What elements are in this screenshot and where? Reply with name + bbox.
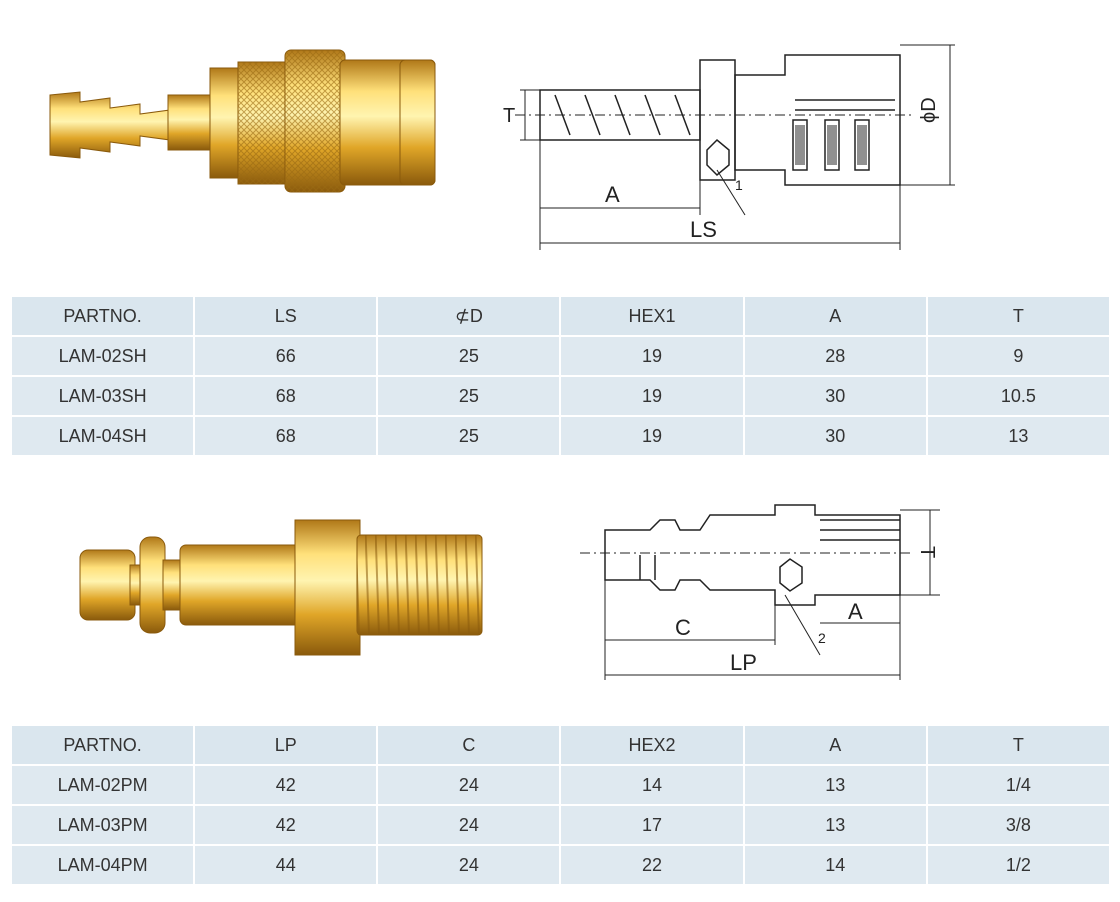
- column-header: ⊄D: [378, 297, 560, 335]
- table-cell: 30: [744, 377, 926, 415]
- table-cell: 28: [744, 337, 926, 375]
- table-cell: LAM-02SH: [12, 337, 194, 375]
- column-header: C: [378, 726, 560, 764]
- table-cell: LAM-02PM: [12, 766, 194, 804]
- column-header: LS: [195, 297, 377, 335]
- table-cell: 13: [927, 417, 1109, 455]
- table-cell: 25: [378, 337, 560, 375]
- table-cell: 30: [744, 417, 926, 455]
- socket-label-a: A: [605, 182, 620, 207]
- plug-label-lp: LP: [730, 650, 757, 675]
- socket-label-d: ϕD: [918, 97, 940, 123]
- column-header: T: [927, 726, 1109, 764]
- table-cell: LAM-03SH: [12, 377, 194, 415]
- column-header: T: [927, 297, 1109, 335]
- table-cell: 19: [561, 377, 743, 415]
- table-cell: 1/4: [927, 766, 1109, 804]
- table-cell: 14: [561, 766, 743, 804]
- table-cell: LAM-04PM: [12, 846, 194, 884]
- plug-label-hex: 2: [818, 630, 826, 646]
- table-cell: 22: [561, 846, 743, 884]
- socket-coupler-photo: [49, 49, 436, 193]
- table-cell: 24: [378, 806, 560, 844]
- table-cell: 19: [561, 417, 743, 455]
- table-cell: 25: [378, 377, 560, 415]
- socket-label-t: T: [503, 105, 515, 127]
- table-cell: 14: [744, 846, 926, 884]
- plug-label-t: T: [916, 546, 938, 558]
- column-header: PARTNO.: [12, 726, 194, 764]
- table-cell: 68: [195, 377, 377, 415]
- plug-label-a: A: [848, 599, 863, 624]
- table-cell: 66: [195, 337, 377, 375]
- table-cell: 3/8: [927, 806, 1109, 844]
- column-header: LP: [195, 726, 377, 764]
- socket-label-ls: LS: [690, 217, 717, 242]
- table-cell: 25: [378, 417, 560, 455]
- plug-label-c: C: [675, 615, 691, 640]
- table-cell: 17: [561, 806, 743, 844]
- table-cell: 68: [195, 417, 377, 455]
- table-cell: 9: [927, 337, 1109, 375]
- table-cell: 24: [378, 846, 560, 884]
- table-cell: 10.5: [927, 377, 1109, 415]
- plug-nipple-photo: [79, 519, 483, 656]
- column-header: A: [744, 726, 926, 764]
- socket-technical-drawing: T ϕD A LS 1: [503, 44, 955, 250]
- column-header: A: [744, 297, 926, 335]
- column-header: HEX2: [561, 726, 743, 764]
- table-cell: 1/2: [927, 846, 1109, 884]
- table-cell: 13: [744, 806, 926, 844]
- column-header: PARTNO.: [12, 297, 194, 335]
- socket-label-hex: 1: [735, 177, 743, 193]
- table-cell: 42: [195, 766, 377, 804]
- plug-technical-drawing: T A C LP 2: [580, 504, 940, 680]
- table-cell: LAM-04SH: [12, 417, 194, 455]
- table-cell: 19: [561, 337, 743, 375]
- table-cell: 42: [195, 806, 377, 844]
- table-cell: 44: [195, 846, 377, 884]
- table-cell: 13: [744, 766, 926, 804]
- table-cell: LAM-03PM: [12, 806, 194, 844]
- table-cell: 24: [378, 766, 560, 804]
- column-header: HEX1: [561, 297, 743, 335]
